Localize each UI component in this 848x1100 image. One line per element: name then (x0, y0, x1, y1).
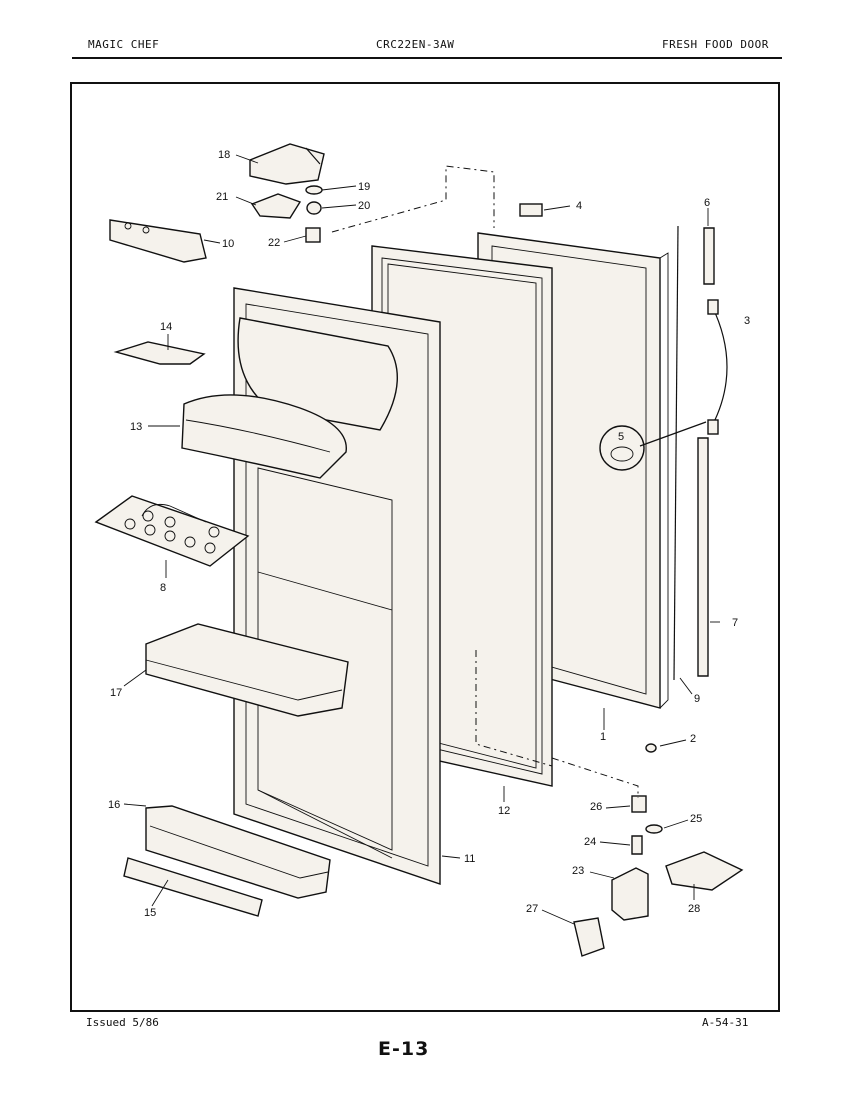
bearing (631, 795, 647, 813)
callout-24: 24 (584, 836, 596, 848)
callout-26: 26 (590, 801, 602, 813)
lower-door-shelf (145, 805, 331, 899)
callout-22: 22 (268, 237, 280, 249)
hinge-nut (305, 227, 321, 243)
issued-date: Issued 5/86 (86, 1016, 159, 1029)
callout-12: 12 (498, 805, 510, 817)
model-number: CRC22EN-3AW (376, 38, 455, 51)
door-handle (697, 437, 709, 677)
callout-25: 25 (690, 813, 702, 825)
hinge-plate (250, 193, 302, 219)
door-liner (233, 287, 441, 885)
hole-plug (645, 743, 657, 753)
callout-9: 9 (694, 693, 700, 705)
callout-21: 21 (216, 191, 228, 203)
handle-cap-upper (703, 227, 715, 285)
leader-lines (123, 154, 720, 925)
callout-20: 20 (358, 200, 370, 212)
header-rule (72, 57, 782, 59)
door-stop (519, 203, 543, 217)
callout-16: 16 (108, 799, 120, 811)
hinge-bushing (306, 201, 322, 215)
assembly-line-bottom (551, 757, 639, 798)
callout-15: 15 (144, 907, 156, 919)
callout-6: 6 (704, 197, 710, 209)
upper-hinge (249, 143, 325, 185)
callout-14: 14 (160, 321, 172, 333)
page-number: E-13 (378, 1038, 430, 1060)
door-shelf-bin (145, 623, 349, 717)
assembly-line-top (331, 165, 495, 233)
brand-name: MAGIC CHEF (88, 38, 160, 51)
lower-hinge-plate (665, 851, 744, 891)
reference-code: A-54-31 (702, 1016, 749, 1029)
washer (645, 824, 663, 834)
callout-28: 28 (688, 903, 700, 915)
pivot-pin (631, 835, 643, 855)
egg-tray (94, 495, 250, 567)
callout-3: 3 (744, 315, 750, 327)
hinge-shim (573, 917, 605, 957)
section-title: FRESH FOOD DOOR (662, 38, 769, 51)
shelf-trim-strip (123, 857, 263, 917)
callout-11: 11 (464, 853, 475, 865)
handle-trim (673, 225, 679, 681)
hinge-washer (305, 185, 323, 195)
callout-1: 1 (600, 731, 606, 743)
callout-4: 4 (576, 200, 582, 212)
diagram-frame (70, 82, 780, 1012)
callout-18: 18 (218, 149, 230, 161)
handle-mount (707, 299, 728, 435)
dairy-compartment-door (181, 394, 347, 479)
dairy-hinge (113, 341, 206, 365)
callout-23: 23 (572, 865, 584, 877)
lower-hinge-bracket (611, 867, 649, 921)
callout-17: 17 (110, 687, 122, 699)
callout-7: 7 (732, 617, 738, 629)
callout-13: 13 (130, 421, 142, 433)
callout-2: 2 (690, 733, 696, 745)
hinge-cover (109, 219, 207, 263)
callout-8: 8 (160, 582, 166, 594)
callout-5: 5 (618, 431, 624, 443)
callout-10: 10 (222, 238, 234, 250)
detail-callout-circle (599, 421, 707, 471)
callout-19: 19 (358, 181, 370, 193)
callout-27: 27 (526, 903, 538, 915)
